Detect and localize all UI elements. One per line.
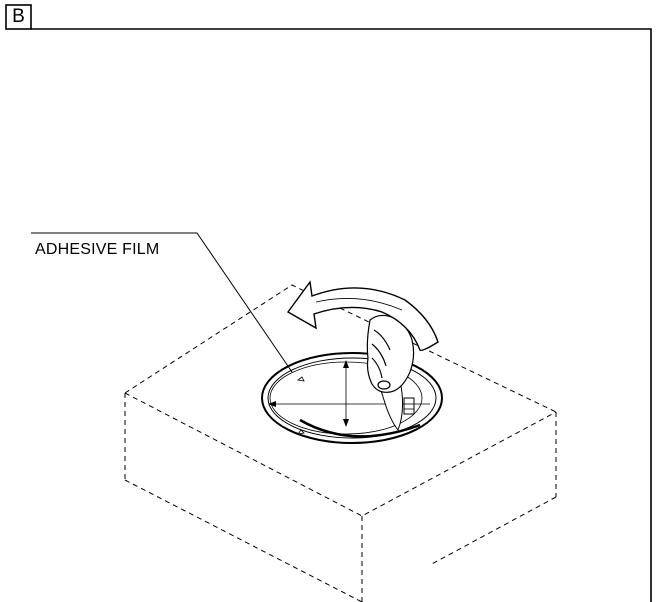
panel-letter: B bbox=[12, 6, 25, 27]
adhesive-film-label: ADHESIVE FILM bbox=[35, 241, 160, 258]
panel-border bbox=[5, 4, 652, 602]
callout-leader bbox=[31, 232, 293, 373]
dashed-mounting-box bbox=[124, 284, 557, 602]
curved-rotate-arrow-icon bbox=[286, 280, 439, 352]
round-device bbox=[261, 352, 443, 444]
hand-icon bbox=[366, 314, 415, 393]
